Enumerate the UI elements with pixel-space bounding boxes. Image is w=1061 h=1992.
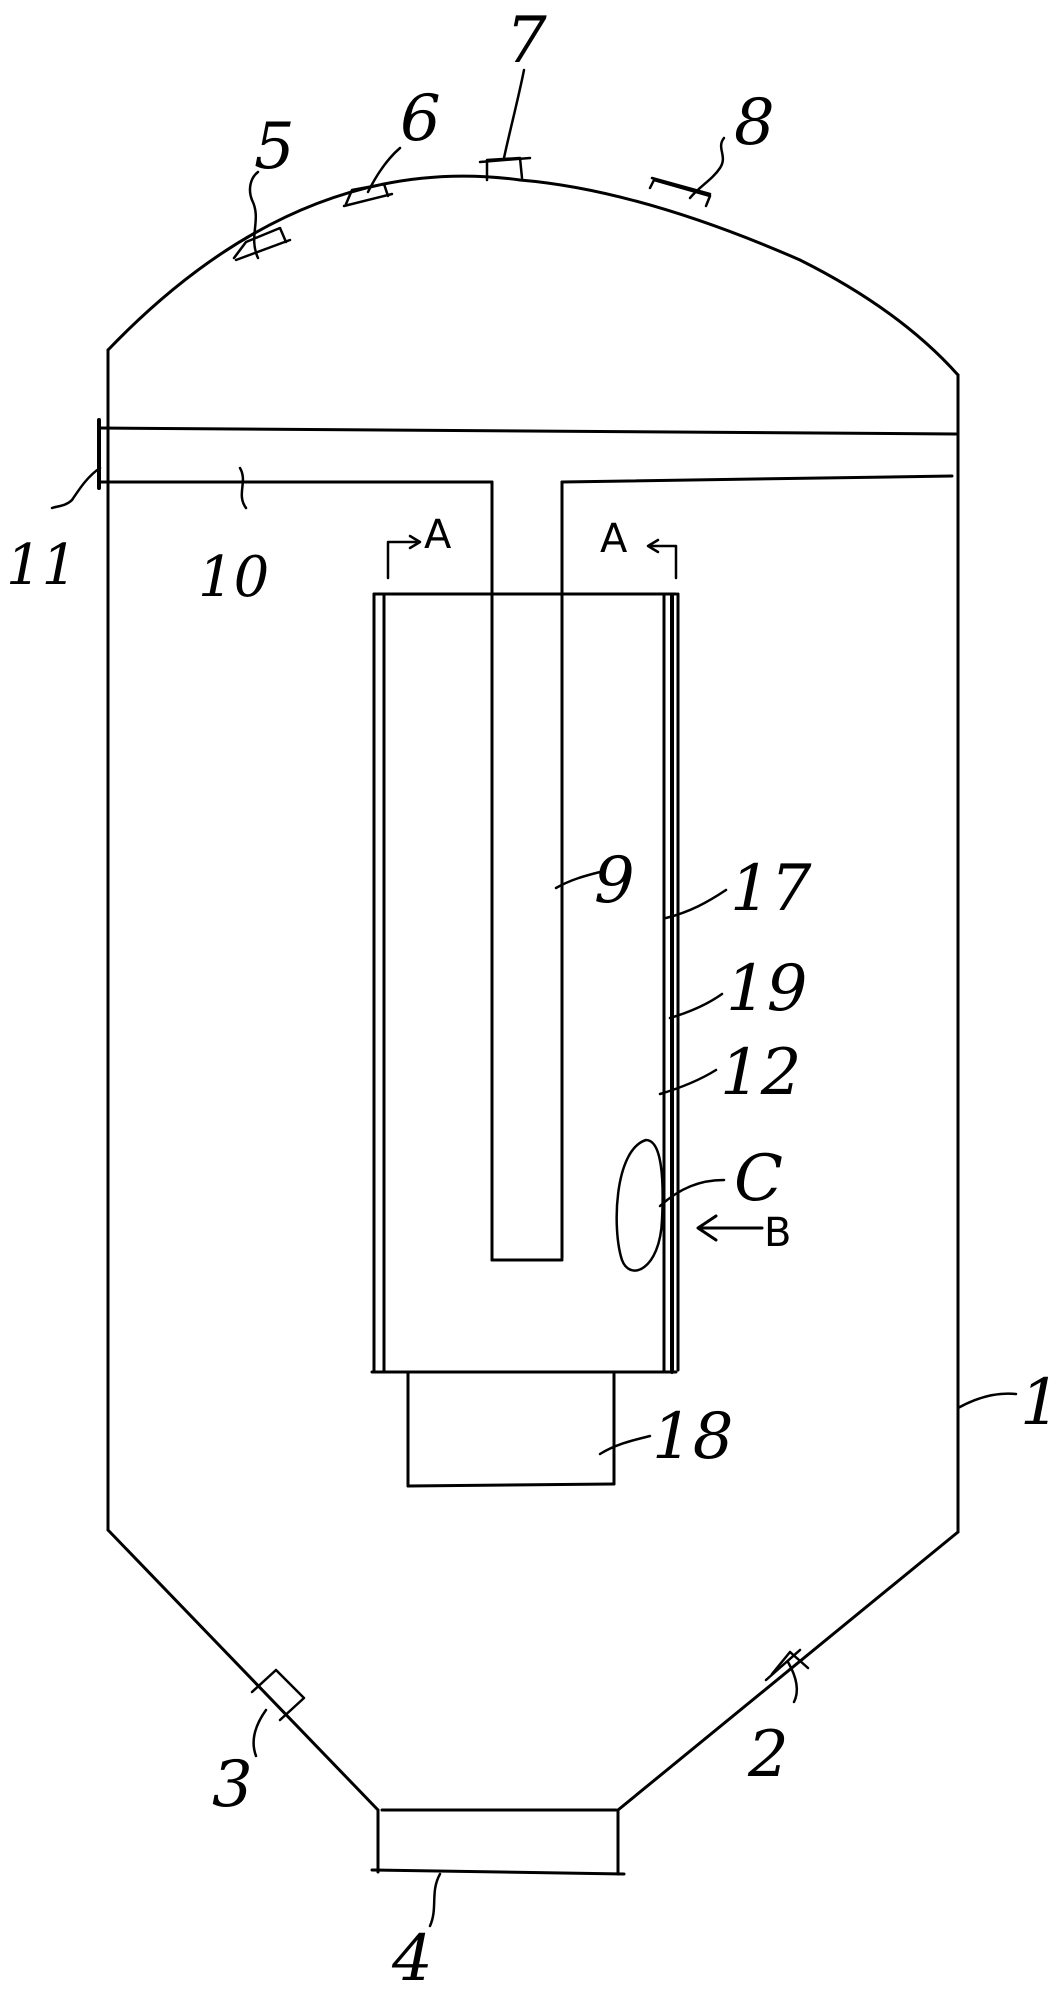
label-18: 18 <box>652 1400 733 1474</box>
nozzle-lower-right <box>764 1648 810 1682</box>
top-nozzle-6 <box>342 182 394 208</box>
lower-sleeve <box>406 1370 616 1488</box>
inner-cylinder <box>370 592 680 1374</box>
label-c: C <box>734 1142 783 1216</box>
bottom-outlet <box>370 1808 626 1876</box>
label-a-right: A <box>600 516 628 562</box>
label-3: 3 <box>212 1748 253 1822</box>
label-4: 4 <box>391 1922 433 1992</box>
label-6: 6 <box>400 82 441 156</box>
label-12: 12 <box>720 1036 801 1110</box>
center-pipe <box>490 480 564 1262</box>
label-11: 11 <box>6 533 77 598</box>
view-b-arrow <box>696 1214 764 1242</box>
label-1: 1 <box>1020 1366 1061 1440</box>
label-19: 19 <box>726 952 807 1026</box>
detail-c-loop <box>615 1138 664 1272</box>
section-marker-right <box>646 538 678 580</box>
top-nozzle-8 <box>648 176 712 208</box>
section-marker-left <box>386 534 422 580</box>
label-9: 9 <box>594 844 635 918</box>
label-a-left: A <box>424 512 452 558</box>
vessel-shell <box>106 174 960 1812</box>
label-2: 2 <box>747 1718 789 1792</box>
leader-lines <box>50 68 1018 1928</box>
label-b: B <box>764 1210 791 1256</box>
label-17: 17 <box>730 852 812 926</box>
top-nozzle-7 <box>478 156 532 182</box>
label-10: 10 <box>198 545 269 610</box>
label-8: 8 <box>734 86 775 160</box>
nozzle-lower-left <box>250 1668 306 1722</box>
top-nozzle-5 <box>232 226 292 262</box>
label-7: 7 <box>506 4 547 78</box>
header-pipe <box>98 426 958 484</box>
label-5: 5 <box>254 110 295 184</box>
